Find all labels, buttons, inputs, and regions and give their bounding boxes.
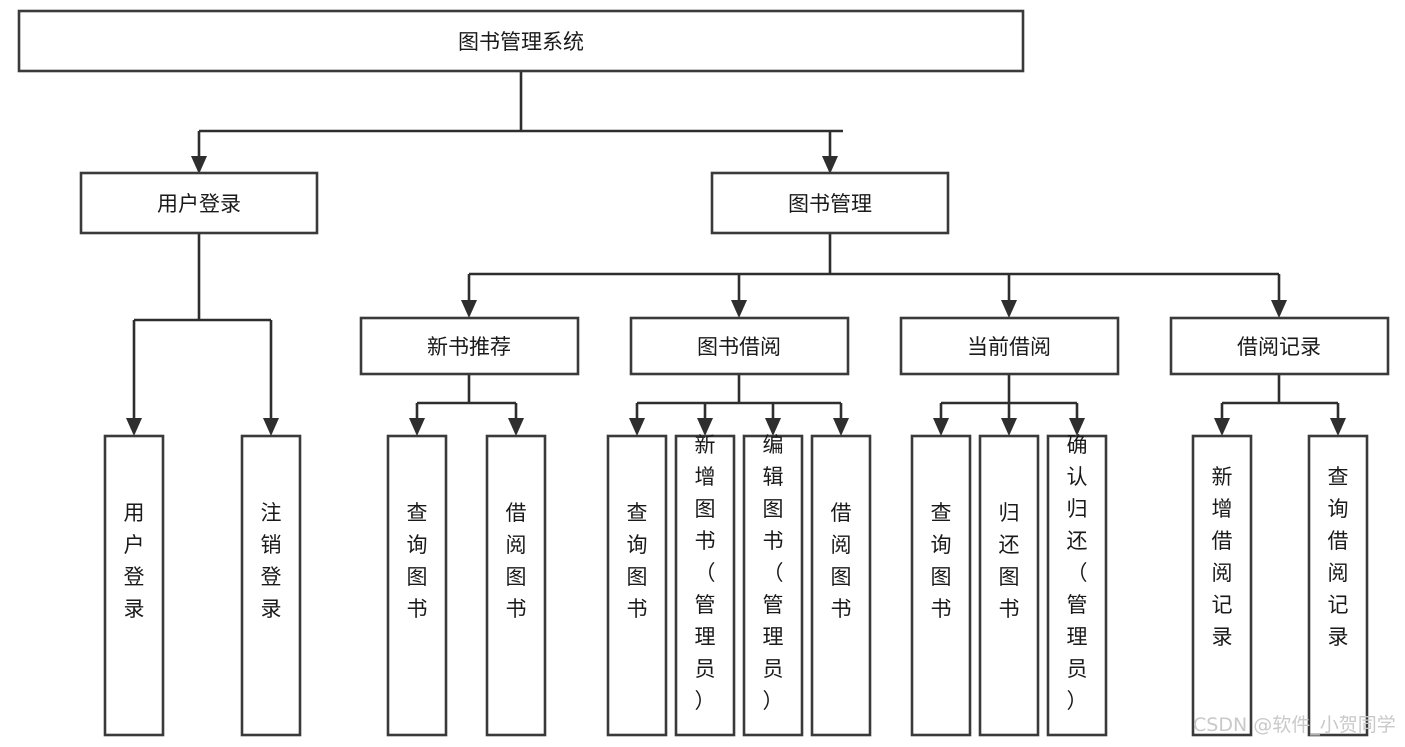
connector-group-book-management: [461, 233, 1287, 318]
connector-group-book-borrow: [629, 374, 849, 436]
node-leaf-label: 编辑图书（管理员）: [763, 433, 784, 713]
node-leaf[interactable]: 查询借阅记录: [1307, 434, 1369, 737]
node-leaf[interactable]: 查询图书: [606, 434, 668, 737]
node-leaf-label: 查询图书: [931, 501, 952, 621]
node-leaf[interactable]: 查询图书: [910, 434, 972, 737]
node-new-book-recommend-label: 新书推荐: [427, 335, 511, 359]
node-leaf-label: 确认归还（管理员）: [1067, 433, 1088, 713]
connector-group-new-book-recommend: [409, 374, 524, 436]
node-borrow-record[interactable]: 借阅记录: [1169, 316, 1390, 376]
node-leaf-label: 新增借阅记录: [1212, 465, 1233, 649]
node-leaf[interactable]: 归还图书: [978, 434, 1040, 737]
node-leaf[interactable]: 查询图书: [386, 434, 448, 737]
node-leaf-label: 注销登录: [261, 501, 282, 621]
connector-group-root: [191, 71, 843, 174]
node-leaf-label: 查询图书: [407, 501, 428, 621]
node-leaf-label: 用户登录: [124, 501, 145, 621]
node-leaf[interactable]: 注销登录: [240, 434, 302, 737]
node-leaf[interactable]: 新增借阅记录: [1191, 434, 1253, 737]
node-new-book-recommend[interactable]: 新书推荐: [359, 316, 580, 376]
node-leaf-label: 借阅图书: [506, 501, 527, 621]
node-root-system-label: 图书管理系统: [458, 30, 584, 54]
node-leaf-label: 查询图书: [627, 501, 648, 621]
node-book-borrow-label: 图书借阅: [697, 335, 781, 359]
node-leaf[interactable]: 编辑图书（管理员）: [742, 433, 804, 737]
node-leaf[interactable]: 新增图书（管理员）: [674, 433, 736, 737]
connector-group-user-login: [126, 233, 279, 436]
node-root-system[interactable]: 图书管理系统: [17, 9, 1025, 73]
node-user-login-label: 用户登录: [157, 192, 241, 216]
connector-group-borrow-record: [1214, 374, 1346, 436]
node-book-management[interactable]: 图书管理: [710, 171, 950, 235]
node-leaf[interactable]: 借阅图书: [810, 434, 872, 737]
node-leaf-label: 新增图书（管理员）: [695, 433, 716, 713]
connector-group-current-borrow: [933, 374, 1085, 436]
node-current-borrow-label: 当前借阅: [967, 335, 1051, 359]
node-current-borrow[interactable]: 当前借阅: [899, 316, 1120, 376]
node-borrow-record-label: 借阅记录: [1237, 335, 1321, 359]
node-leaf-label: 归还图书: [999, 501, 1020, 621]
node-book-borrow[interactable]: 图书借阅: [629, 316, 850, 376]
node-leaf[interactable]: 用户登录: [103, 434, 165, 737]
node-leaf-label: 借阅图书: [831, 501, 852, 621]
node-leaf[interactable]: 确认归还（管理员）: [1046, 433, 1108, 737]
node-leaf[interactable]: 借阅图书: [485, 434, 547, 737]
node-user-login[interactable]: 用户登录: [79, 171, 319, 235]
node-book-management-label: 图书管理: [788, 192, 872, 216]
node-leaf-label: 查询借阅记录: [1328, 465, 1349, 649]
csdn-watermark: CSDN @软件_小贺同学: [1193, 714, 1396, 736]
